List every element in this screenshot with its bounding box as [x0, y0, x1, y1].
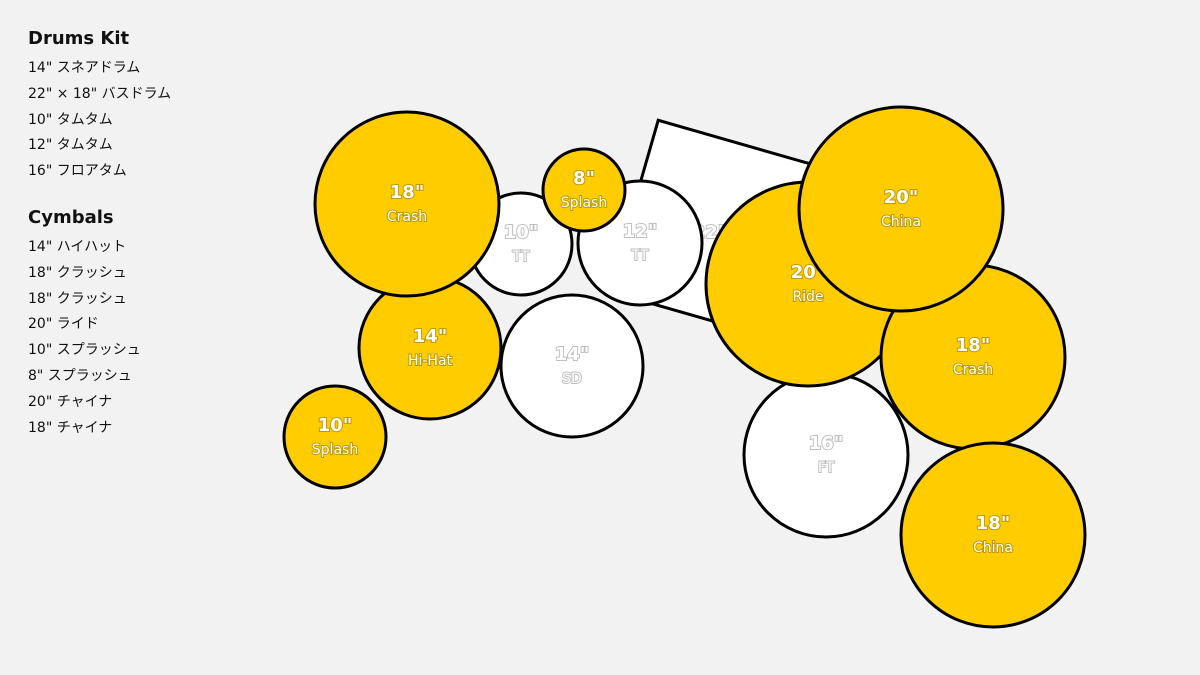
crash-left-piece: 18" Crash: [313, 110, 501, 298]
splash-10-circle: [282, 384, 388, 490]
list-item: 22" × 18" バスドラム: [28, 85, 172, 102]
splash-8-circle: [541, 147, 627, 233]
crash-left-circle: [313, 110, 501, 298]
list-item: 10" タムタム: [28, 111, 113, 128]
splash-8-piece: 8" Splash: [541, 147, 627, 233]
crash-left-name-label: Crash: [387, 209, 427, 225]
snare-piece: 14" SD: [499, 293, 645, 439]
crash-right-size-label: 18": [956, 335, 990, 356]
crash-left-size-label: 18": [390, 182, 424, 203]
china-20-size-label: 20": [884, 187, 918, 208]
china-20-name-label: China: [881, 214, 921, 230]
snare-size-label: 14": [555, 344, 589, 365]
list-item: 20" ライド: [28, 316, 99, 333]
china-18-size-label: 18": [976, 513, 1010, 534]
cymbals-list: 14" ハイハット 18" クラッシュ 18" クラッシュ 20" ライド 10…: [28, 235, 171, 441]
splash-8-size-label: 8": [573, 168, 595, 189]
floor-tom-size-label: 16": [809, 433, 843, 454]
list-item: 18" チャイナ: [28, 419, 113, 436]
list-item: 12" タムタム: [28, 137, 113, 154]
floor-tom-circle: [742, 371, 910, 539]
ride-name-label: Ride: [792, 289, 823, 305]
crash-right-name-label: Crash: [953, 362, 993, 378]
tom-10-piece: 10" TT: [468, 191, 574, 297]
drums-kit-title: Drums Kit: [28, 28, 130, 49]
hihat-name-label: Hi-Hat: [408, 353, 453, 369]
list-item: 10" スプラッシュ: [28, 342, 141, 359]
hihat-circle: [357, 275, 503, 421]
floor-tom-name-label: FT: [818, 460, 835, 476]
china-18-piece: 18" China: [899, 441, 1087, 629]
china-18-name-label: China: [973, 540, 1013, 556]
tom-10-name-label: TT: [512, 249, 530, 265]
list-item: 14" スネアドラム: [28, 60, 141, 76]
china-18-circle: [899, 441, 1087, 629]
splash-8-name-label: Splash: [561, 195, 607, 211]
china-20-circle: [797, 105, 1005, 313]
splash-10-name-label: Splash: [312, 442, 358, 458]
kit-legend: Drums Kit 14" スネアドラム 22" × 18" バスドラム 10"…: [28, 28, 171, 441]
snare-name-label: SD: [562, 371, 582, 387]
list-item: 8" スプラッシュ: [28, 367, 132, 384]
list-item: 14" ハイハット: [28, 238, 127, 255]
china-20-piece: 20" China: [797, 105, 1005, 313]
hihat-piece: 14" Hi-Hat: [357, 275, 503, 421]
splash-10-piece: 10" Splash: [282, 384, 388, 490]
drums-list: 14" スネアドラム 22" × 18" バスドラム 10" タムタム 12" …: [28, 56, 171, 185]
list-item: 20" チャイナ: [28, 393, 113, 410]
splash-10-size-label: 10": [318, 415, 352, 436]
tom-12-size-label: 12": [623, 221, 657, 242]
cymbals-title: Cymbals: [28, 206, 114, 228]
floor-tom-piece: 16" FT: [742, 371, 910, 539]
hihat-size-label: 14": [413, 326, 447, 347]
snare-circle: [499, 293, 645, 439]
tom-10-size-label: 10": [504, 222, 538, 243]
list-item: 16" フロアタム: [28, 163, 127, 180]
tom-12-name-label: TT: [631, 248, 649, 264]
list-item: 18" クラッシュ: [28, 290, 127, 307]
list-item: 18" クラッシュ: [28, 264, 127, 281]
